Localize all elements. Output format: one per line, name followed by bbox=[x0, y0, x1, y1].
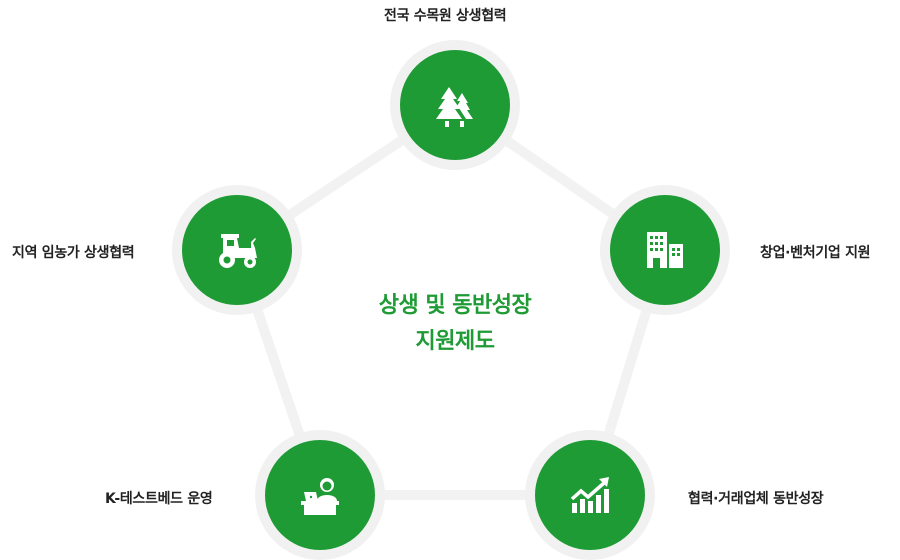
growth-chart-icon bbox=[570, 477, 609, 513]
node-right bbox=[600, 185, 730, 315]
node-bottom-right-circle bbox=[535, 440, 645, 550]
tractor-icon bbox=[219, 234, 257, 268]
node-label-right: 창업·벤처기업 지원 bbox=[760, 245, 871, 261]
buildings-icon bbox=[647, 232, 683, 268]
trees-icon bbox=[436, 87, 473, 127]
node-bottom-right bbox=[525, 430, 655, 560]
node-left-circle bbox=[182, 195, 292, 305]
node-label-bottom-left: K-테스트베드 운영 bbox=[105, 491, 213, 507]
center-title-line2: 지원제도 bbox=[415, 329, 495, 354]
node-label-bottom-right: 협력·거래업체 동반성장 bbox=[688, 491, 824, 507]
node-top bbox=[390, 40, 520, 170]
center-title-line1: 상생 및 동반성장 bbox=[378, 293, 532, 318]
node-top-circle bbox=[400, 50, 510, 160]
node-bottom-left bbox=[255, 430, 385, 560]
node-bottom-left-circle bbox=[265, 440, 375, 550]
node-left bbox=[172, 185, 302, 315]
node-label-top: 전국 수목원 상생협력 bbox=[384, 8, 507, 24]
node-right-circle bbox=[610, 195, 720, 305]
center-title: 상생 및 동반성장 지원제도 bbox=[330, 288, 580, 360]
desk-worker-icon bbox=[301, 478, 339, 515]
node-label-left: 지역 임농가 상생협력 bbox=[12, 245, 135, 261]
